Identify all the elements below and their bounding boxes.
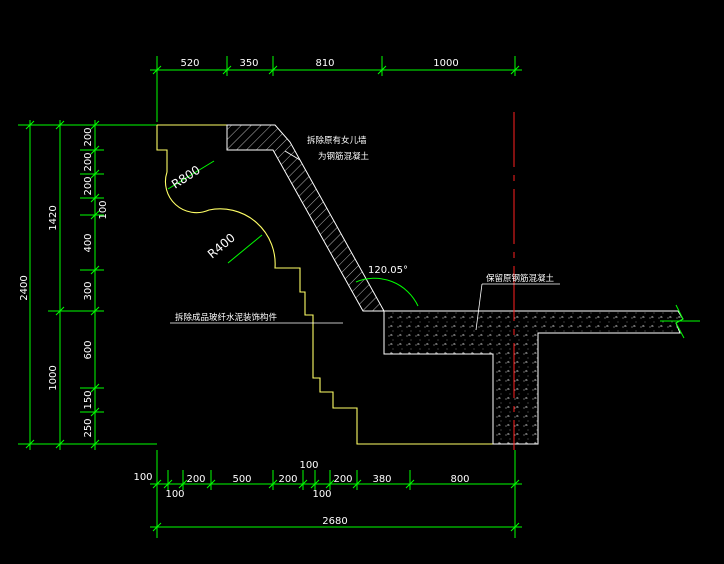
r400-leader	[227, 234, 263, 264]
r800-label: R800	[169, 163, 203, 192]
top-dimension-chain	[150, 56, 522, 122]
angle-label: 120.05°	[368, 265, 408, 276]
note-keep-concrete: 保留原钢筋混凝土	[486, 273, 555, 284]
decorative-profile-outline	[156, 124, 493, 445]
r800-leader	[167, 160, 215, 190]
left-inner-label-8: 150	[83, 390, 94, 409]
left-dimension-chains	[18, 120, 157, 450]
top-dim-label-3: 810	[315, 58, 334, 69]
note-remove-decor: 拆除成品玻纤水泥装饰构件	[175, 312, 278, 323]
bottom-dim-sub-label-2: 100	[312, 489, 331, 500]
left-inner-label-9: 250	[83, 418, 94, 437]
top-dim-ticks	[152, 65, 520, 75]
bottom-dim-label-4: 500	[232, 474, 251, 485]
left-inner-label-1: 200	[83, 127, 94, 146]
bottom-dim-ticks	[152, 479, 520, 532]
left-inner-label-4: 100	[98, 200, 109, 219]
left-inner-label-6: 300	[83, 281, 94, 300]
bottom-dim-label-5: 200	[278, 474, 297, 485]
r400-label: R400	[205, 230, 238, 261]
left-dim-ticks	[25, 120, 100, 449]
note-remove-parapet-1: 拆除原有女儿墙	[307, 135, 367, 146]
overall-width-label: 2680	[322, 516, 347, 527]
bottom-dim-label-2: 100	[299, 460, 318, 471]
left-inner-label-2: 200	[83, 152, 94, 171]
bottom-dim-sub-label-1: 100	[165, 489, 184, 500]
left-inner-label-7: 600	[83, 340, 94, 359]
note-leader-parapet	[284, 150, 301, 161]
bottom-dim-label-1: 100	[133, 472, 152, 483]
parapet-hatched	[226, 124, 385, 312]
left-inner-label-5: 400	[83, 233, 94, 252]
bottom-dim-label-3: 200	[186, 474, 205, 485]
left-middle-label-2: 1000	[48, 365, 59, 390]
left-middle-label-1: 1420	[48, 205, 59, 230]
top-dim-label-4: 1000	[433, 58, 458, 69]
top-dim-label-2: 350	[239, 58, 258, 69]
note-leader-keep	[475, 283, 483, 331]
angle-arc	[355, 277, 419, 307]
bottom-dimension-chains	[150, 450, 522, 538]
top-dim-label-1: 520	[180, 58, 199, 69]
left-inner-label-3: 200	[83, 176, 94, 195]
bottom-dim-label-8: 800	[450, 474, 469, 485]
bottom-dim-label-7: 380	[372, 474, 391, 485]
left-overall-label: 2400	[19, 275, 30, 300]
note-remove-parapet-2: 为钢筋混凝土	[318, 151, 370, 162]
retained-concrete	[383, 310, 684, 445]
bottom-dim-label-6: 200	[333, 474, 352, 485]
